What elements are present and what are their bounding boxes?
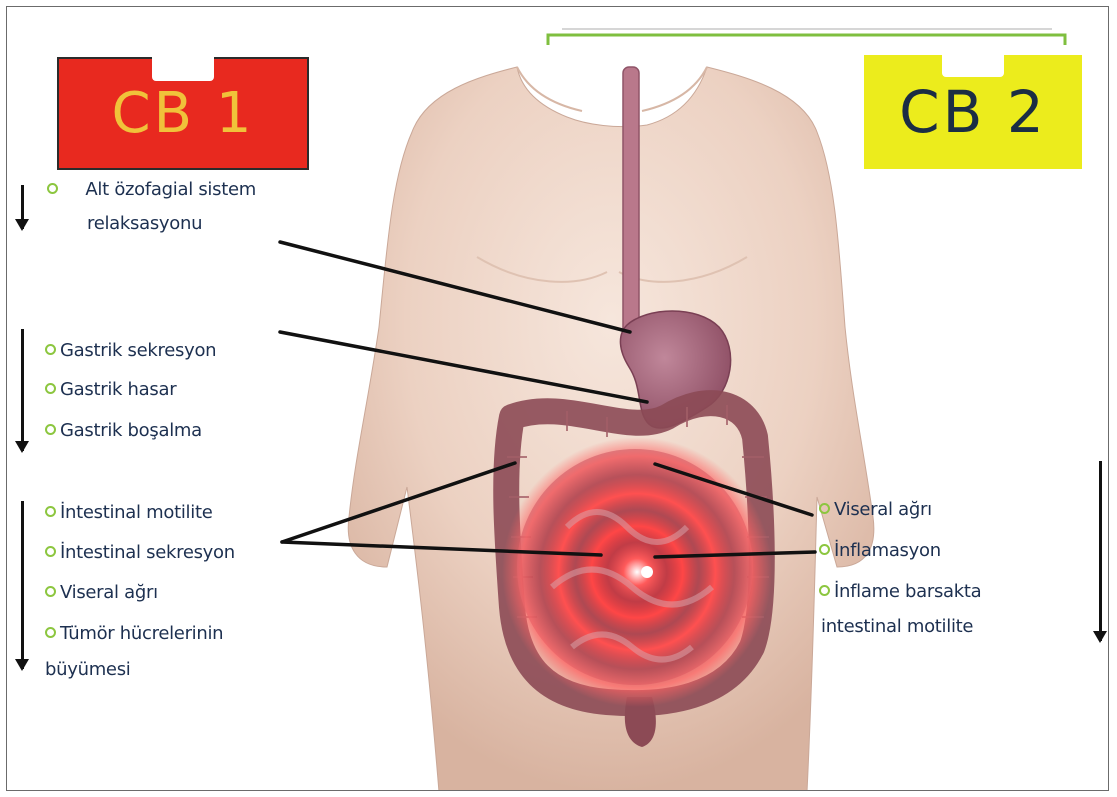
down-arrow-icon (1099, 461, 1102, 641)
cb1-item-tumor-growth: Tümör hücrelerinin (45, 623, 223, 645)
top-bracket (548, 29, 1065, 45)
cb2-item-inflamed-bowel: İnflame barsakta (819, 581, 981, 603)
cb1-item-gastric-emptying: Gastrik boşalma (45, 420, 202, 442)
green-ring-bullet-icon (45, 627, 56, 638)
down-arrow-icon (21, 185, 24, 229)
esophagus (623, 67, 639, 337)
badge-notch (152, 57, 214, 81)
down-arrow-icon (21, 501, 24, 669)
cb1-item-esophageal-cont: relaksasyonu (87, 213, 202, 235)
cb1-item-tumor-growth-cont: büyümesi (45, 659, 130, 681)
cb2-badge: CB 2 (864, 55, 1082, 169)
cb1-item-gastric-secretion: Gastrik sekresyon (45, 340, 216, 362)
green-ring-bullet-icon (819, 585, 830, 596)
down-arrow-icon (21, 329, 24, 451)
cb2-item-inflammation: İnflamasyon (819, 540, 941, 562)
cb1-title: CB 1 (112, 81, 255, 146)
cb1-item-intestinal-motility: İntestinal motilite (45, 502, 213, 524)
inflammation-glow (502, 437, 772, 707)
cb2-item-visceral-pain: Viseral ağrı (819, 499, 932, 521)
figure-frame: CB 1 CB 2 Alt özofagial sistem relaksasy… (6, 6, 1109, 791)
green-ring-bullet-icon (45, 546, 56, 557)
cb2-title: CB 2 (899, 78, 1047, 146)
cb1-item-visceral-pain: Viseral ağrı (45, 582, 158, 604)
green-ring-bullet-icon (819, 503, 830, 514)
badge-notch (942, 53, 1004, 77)
green-ring-bullet-icon (45, 424, 56, 435)
cb1-item-intestinal-secretion: İntestinal sekresyon (45, 542, 235, 564)
green-ring-bullet-icon (819, 544, 830, 555)
cb1-item-gastric-damage: Gastrik hasar (45, 379, 176, 401)
green-ring-bullet-icon (45, 586, 56, 597)
green-ring-bullet-icon (45, 344, 56, 355)
cb1-badge: CB 1 (57, 57, 309, 170)
green-ring-bullet-icon (47, 183, 58, 194)
cb1-item-esophageal: Alt özofagial sistem (47, 179, 256, 201)
green-ring-bullet-icon (45, 383, 56, 394)
green-ring-bullet-icon (45, 506, 56, 517)
cb2-item-inflamed-bowel-cont: intestinal motilite (821, 616, 973, 638)
